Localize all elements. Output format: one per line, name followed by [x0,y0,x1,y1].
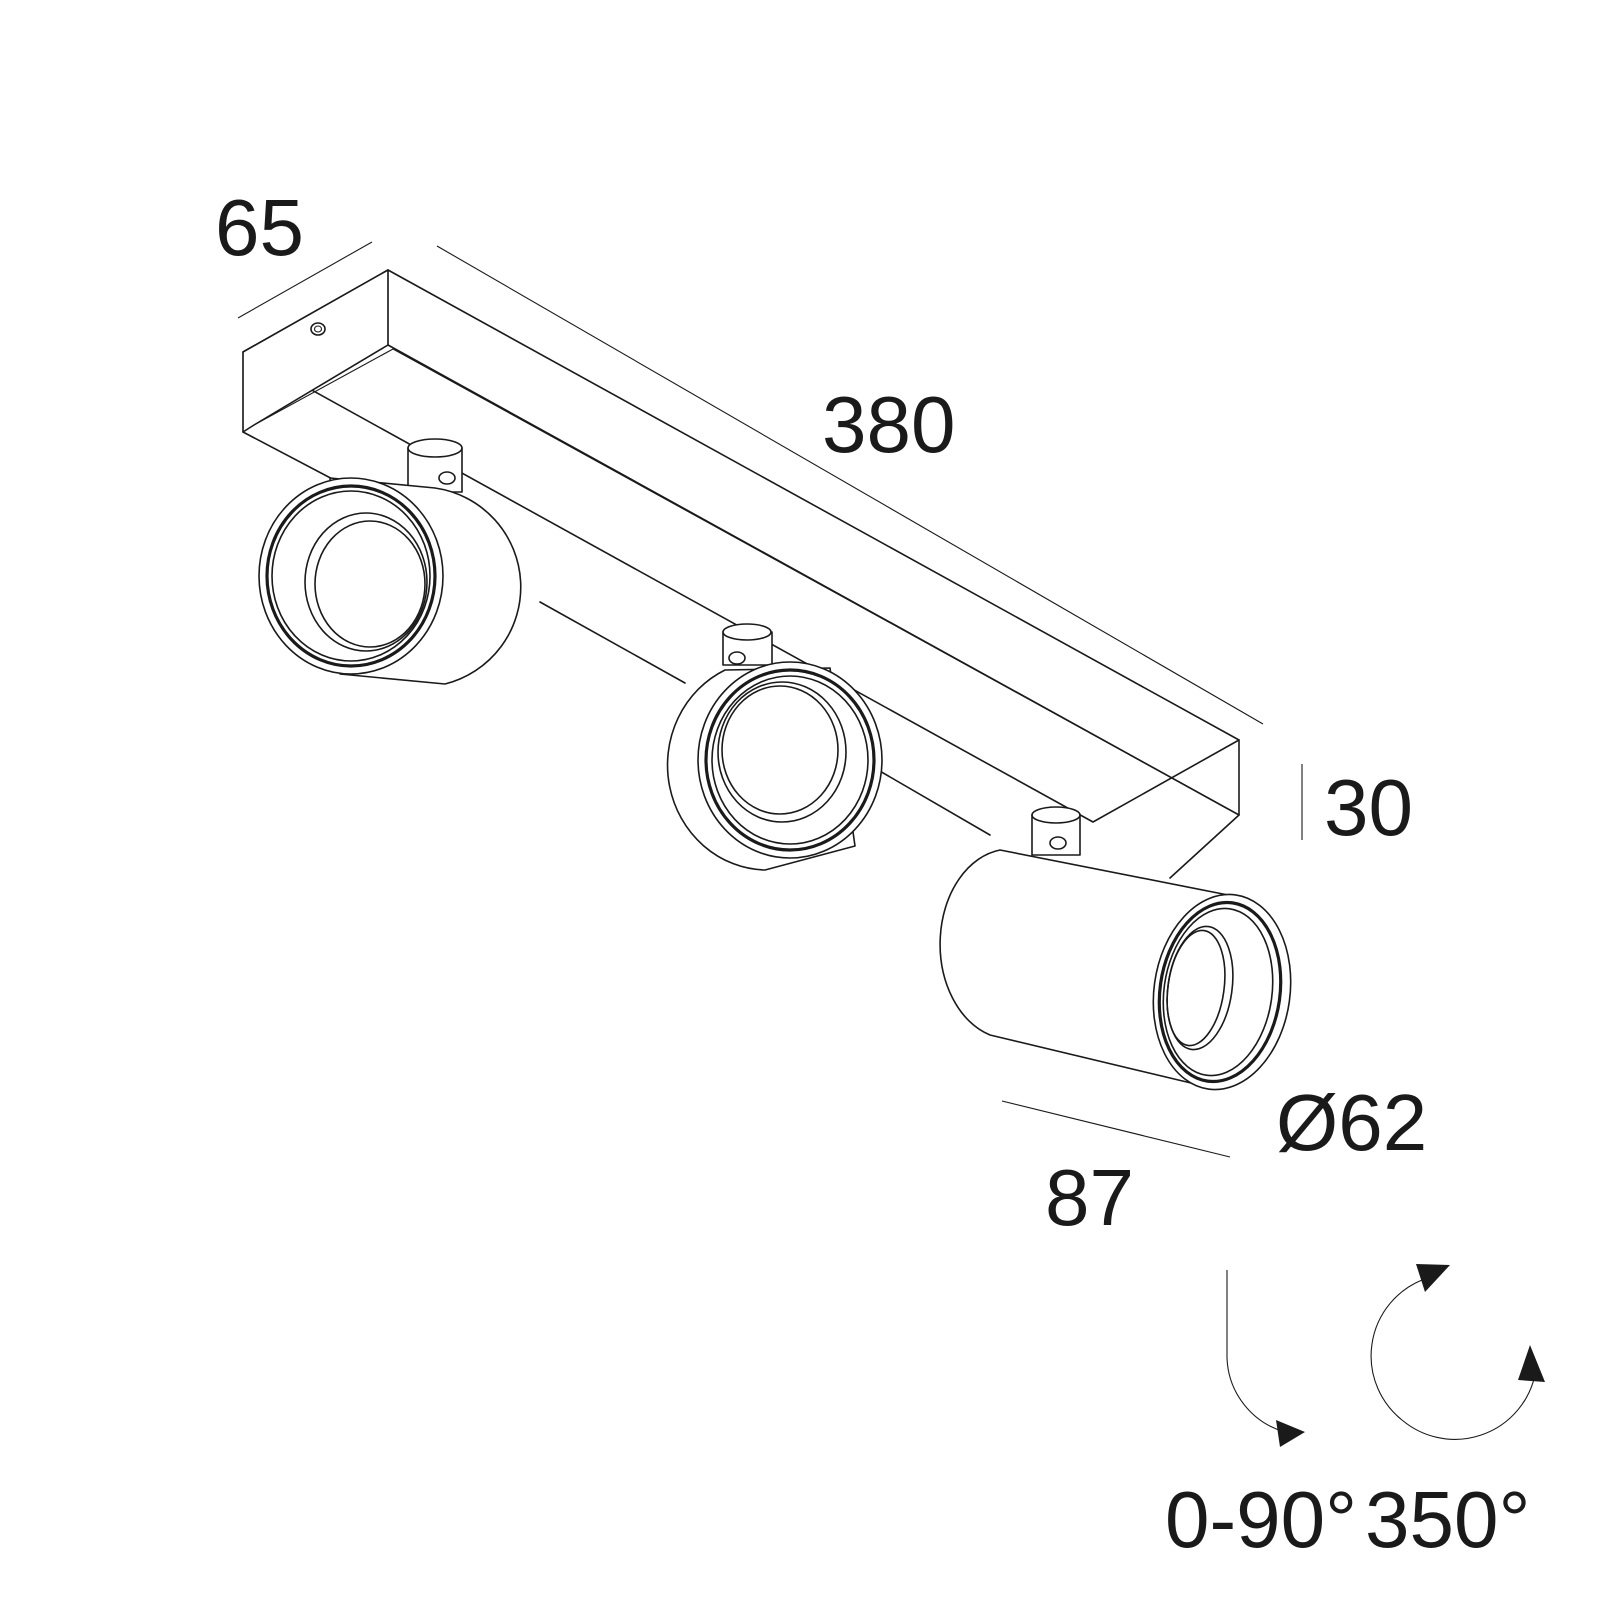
dimension-lines [237,241,1303,1158]
tilt-arrow-icon [1226,1270,1305,1447]
dimension-line-length [436,245,1264,725]
bar-bottom-edge-end [1169,814,1240,879]
spot-middle-lens [717,681,847,823]
tilt-range-label: 0-90° [1165,1475,1357,1564]
spot-left-rim [258,477,444,675]
screw-hole [310,322,326,336]
rotate-range-label: 350° [1365,1475,1530,1564]
bar-bottom-edge-right [877,769,991,836]
dimension-line-depth [237,241,373,319]
spot-right-rim [1152,893,1292,1091]
spot-right [939,806,1292,1091]
spot-length-label: 87 [1045,1153,1134,1242]
mounting-bar [242,269,1240,879]
diameter-label: Ø62 [1276,1078,1427,1167]
spot-left-lens [304,512,428,652]
rotate-arrow-icon [1370,1264,1545,1440]
bar-bottom-edge-left [242,431,341,484]
spot-middle-rim [697,661,883,859]
spot-right-stem [1031,814,1081,856]
spot-middle-stem [722,631,773,666]
height-label: 30 [1324,763,1413,852]
spot-left [258,438,522,685]
spot-middle [666,623,883,871]
bar-bottom-edge-mid [539,601,686,684]
length-label: 380 [822,380,955,469]
depth-label: 65 [215,183,304,272]
dimension-line-spot-length [1001,1100,1231,1158]
